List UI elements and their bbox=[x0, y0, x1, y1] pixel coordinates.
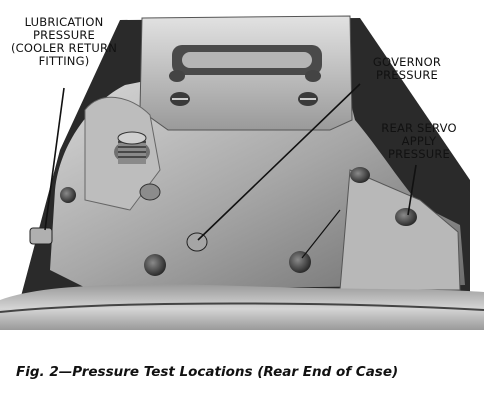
nut bbox=[289, 251, 311, 273]
bolt-head bbox=[305, 70, 321, 82]
figure-caption: Fig. 2—Pressure Test Locations (Rear End… bbox=[16, 364, 399, 380]
cooler-return-fitting bbox=[29, 227, 53, 245]
bolt-head bbox=[350, 167, 370, 183]
nut bbox=[144, 254, 166, 276]
rear-servo-boss bbox=[339, 169, 461, 291]
leader-rear-servo bbox=[407, 164, 417, 216]
plug bbox=[139, 183, 161, 201]
rear-servo-plug bbox=[395, 208, 417, 226]
governor-plug bbox=[186, 232, 208, 252]
label-rear-servo-apply-pressure: REAR SERVO APPLY PRESSURE bbox=[381, 121, 457, 161]
oil-pan bbox=[0, 284, 484, 345]
bolt-head bbox=[169, 70, 185, 82]
threaded-fitting bbox=[114, 131, 150, 164]
leader-governor bbox=[197, 83, 361, 241]
label-governor-pressure: GOVERNOR PRESSURE bbox=[372, 55, 442, 82]
nut bbox=[60, 187, 76, 203]
leader-lubrication bbox=[44, 87, 65, 231]
label-lubrication-pressure: LUBRICATION PRESSURE (COOLER RETURN FITT… bbox=[10, 15, 118, 68]
